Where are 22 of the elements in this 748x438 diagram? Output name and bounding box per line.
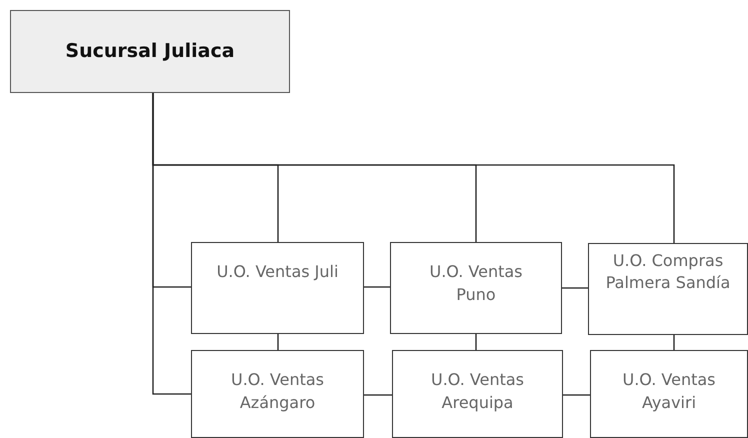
unit-box (191, 242, 364, 334)
connector-line (673, 335, 675, 350)
unit-label: U.O. Ventas Azángaro (230, 369, 325, 414)
unit-box (390, 242, 562, 334)
unit-box (191, 350, 364, 438)
unit-label: U.O. Ventas Ayaviri (621, 369, 716, 414)
connector-line (364, 394, 392, 396)
branch-box (10, 10, 290, 93)
connector-line (364, 286, 390, 288)
unit-label: U.O. Ventas Arequipa (430, 369, 525, 414)
unit-label: U.O. Compras Palmera Sandía (606, 250, 730, 294)
connector-line (475, 334, 477, 350)
unit-label: U.O. Ventas Puno (428, 261, 524, 306)
connector-line (562, 287, 588, 289)
connector-line (152, 93, 191, 395)
unit-box (588, 243, 748, 335)
connector-line (563, 394, 590, 396)
unit-label: U.O. Ventas Juli (216, 261, 338, 283)
unit-label: Sucursal Juliaca (65, 40, 235, 63)
unit-box (590, 350, 748, 438)
connector-line (277, 334, 279, 350)
unit-box (392, 350, 563, 438)
